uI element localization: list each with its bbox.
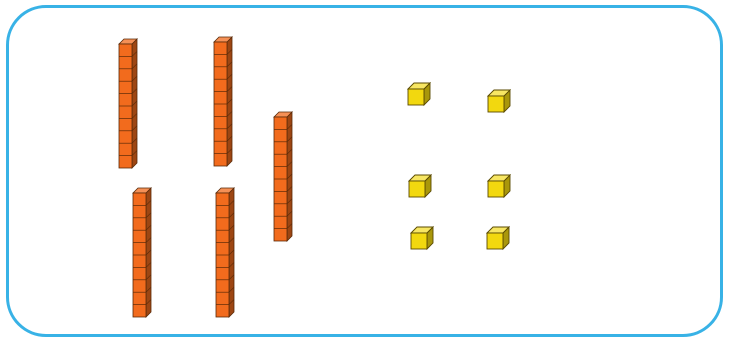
tens-rod (214, 37, 232, 166)
ones-cube (488, 90, 510, 112)
ones-cube (487, 227, 509, 249)
tens-rod (119, 39, 137, 168)
tens-rod (274, 112, 292, 241)
ones-cube (408, 83, 430, 105)
tens-rod (216, 188, 234, 317)
ones-cube (411, 227, 433, 249)
ones-cube (409, 175, 431, 197)
tens-rod (133, 188, 151, 317)
ones-cube (488, 175, 510, 197)
